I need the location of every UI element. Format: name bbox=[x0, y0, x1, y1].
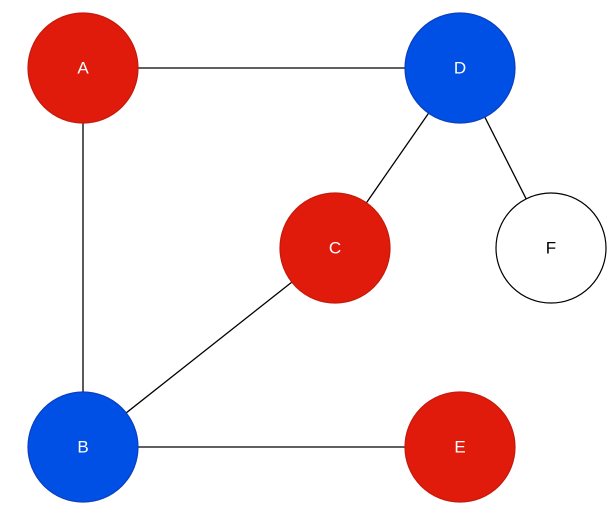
node-d-label: D bbox=[454, 59, 466, 78]
edge-d-f bbox=[484, 116, 527, 200]
node-f: F bbox=[495, 192, 607, 304]
edge-d-c bbox=[365, 112, 430, 204]
node-d: D bbox=[404, 12, 516, 124]
node-a: A bbox=[27, 12, 139, 124]
nodes-layer: A D C F B E bbox=[27, 12, 607, 503]
node-e-label: E bbox=[454, 438, 465, 457]
node-e-circle bbox=[404, 391, 516, 503]
edges-layer bbox=[82, 67, 527, 448]
node-c-circle bbox=[279, 192, 391, 304]
node-c: C bbox=[279, 192, 391, 304]
node-d-circle bbox=[404, 12, 516, 124]
node-f-label: F bbox=[546, 239, 556, 258]
node-b-circle bbox=[27, 391, 139, 503]
node-b: B bbox=[27, 391, 139, 503]
edge-c-b bbox=[125, 281, 293, 414]
node-e: E bbox=[404, 391, 516, 503]
node-c-label: C bbox=[329, 239, 341, 258]
node-a-label: A bbox=[77, 59, 89, 78]
node-a-circle bbox=[27, 12, 139, 124]
node-f-circle bbox=[495, 192, 607, 304]
node-b-label: B bbox=[77, 438, 88, 457]
